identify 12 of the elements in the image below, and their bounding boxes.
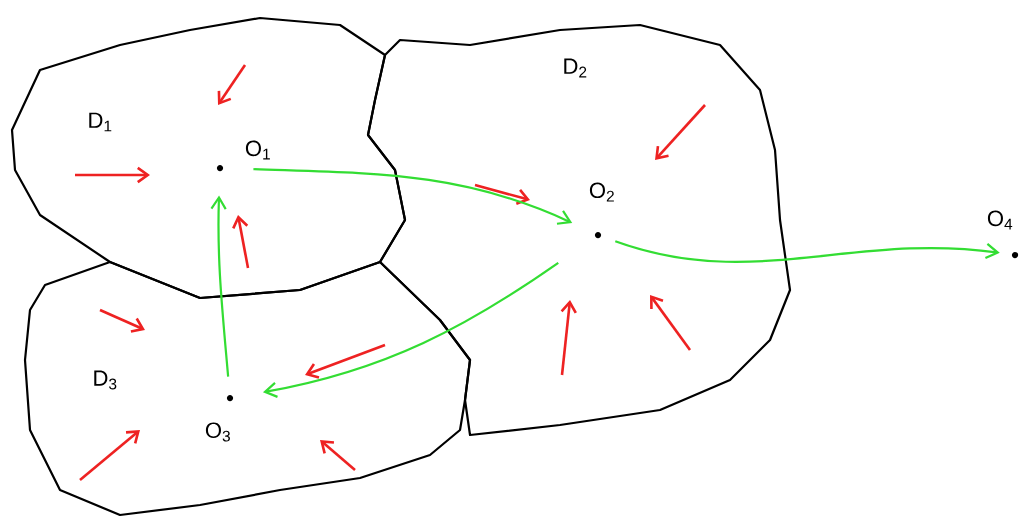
node-label: O$_{1}$: [245, 140, 270, 160]
node-label: O$_{2}$: [589, 182, 614, 202]
point: O$_{3}$: [205, 394, 234, 442]
arrow: [614, 240, 1000, 263]
arrow: [253, 168, 573, 225]
point: O$_{1}$: [216, 140, 270, 172]
arrow: [210, 195, 230, 377]
node-label: O$_{3}$: [205, 422, 230, 442]
arrow: [262, 261, 559, 398]
point: O$_{2}$: [589, 182, 614, 239]
node-label: O$_{4}$: [987, 210, 1013, 230]
point: O$_{4}$: [987, 210, 1019, 259]
